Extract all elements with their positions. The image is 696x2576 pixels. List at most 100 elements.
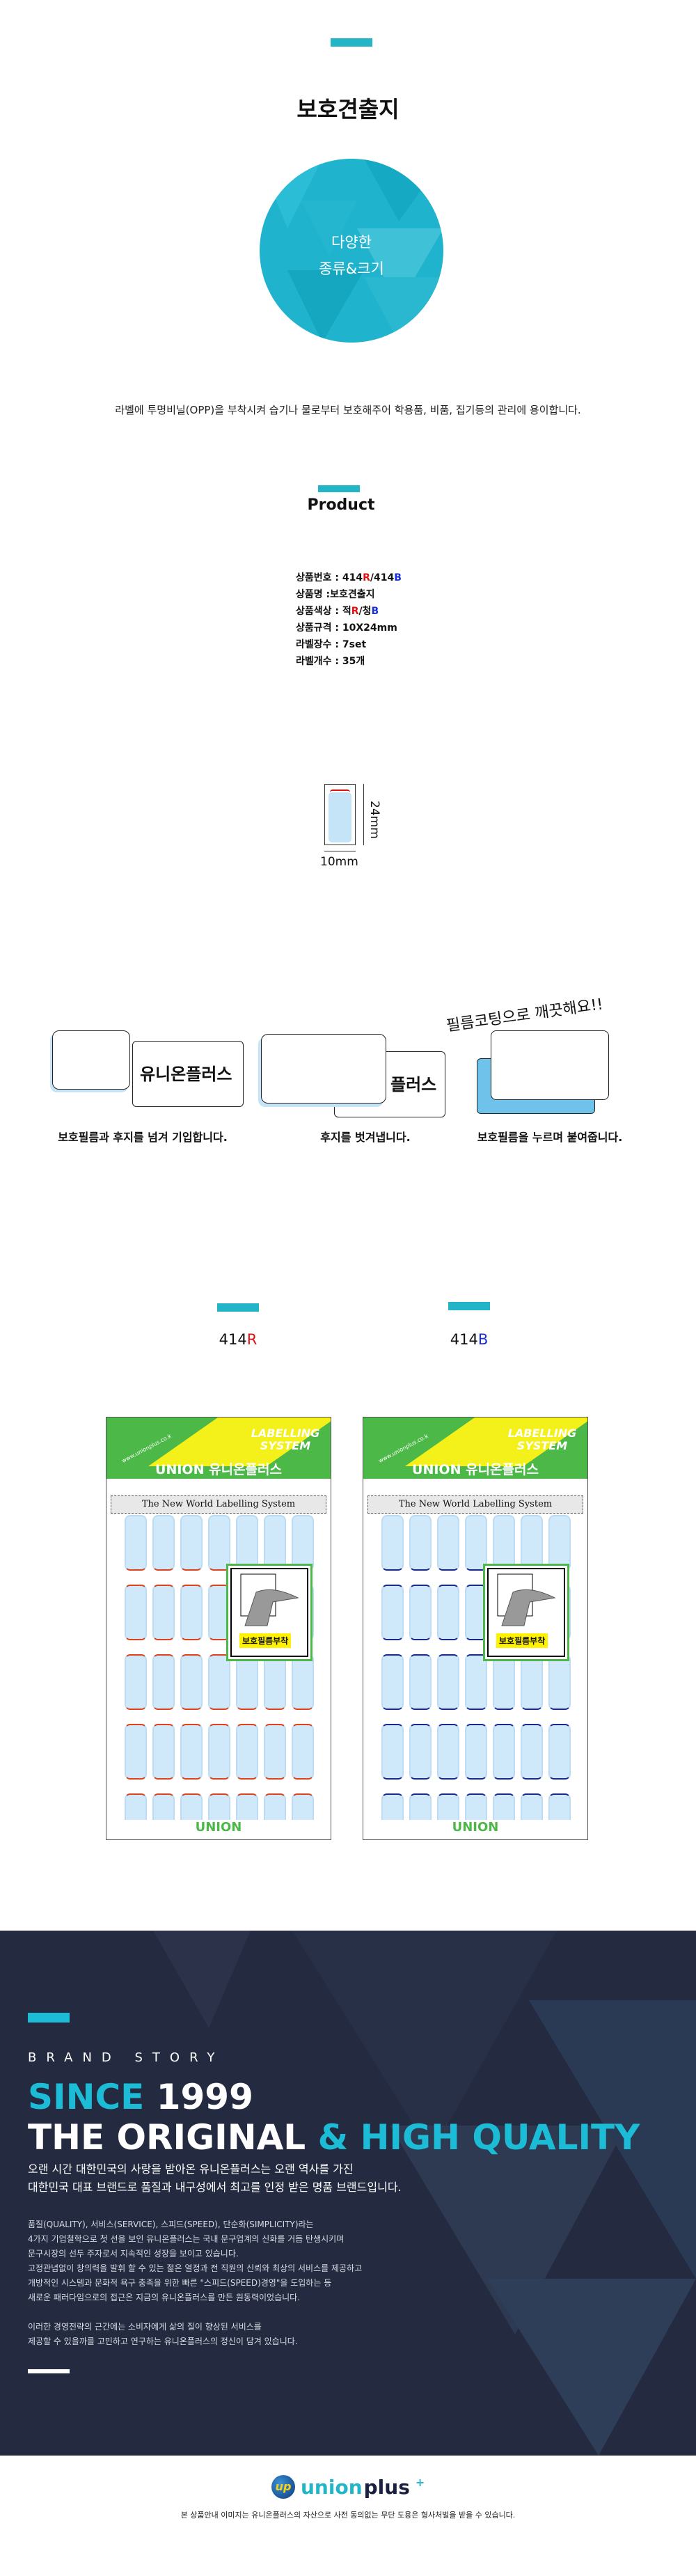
label-grid — [125, 1515, 326, 1839]
body-line: 4가지 기업철학으로 첫 선을 보인 유니온플러스는 국내 문구업계의 신화를 … — [28, 2234, 345, 2244]
package-banner: The New World Labelling System — [367, 1495, 583, 1514]
brand-headline: SINCE 1999 THE ORIGINAL & HIGH QUALITY — [28, 2077, 640, 2158]
label-sticker — [125, 1654, 147, 1710]
label-dimension-diagram: 24mm 10mm — [320, 781, 404, 893]
body-line — [28, 2305, 362, 2320]
label-sticker — [493, 1654, 515, 1710]
step-illustration-3 — [477, 1030, 609, 1117]
label-sticker — [292, 1724, 314, 1780]
label-sticker — [152, 1515, 175, 1571]
label-sticker — [292, 1515, 314, 1571]
spec-number: 상품번호 : 414R/414B — [296, 572, 402, 583]
label-sticker — [521, 1515, 543, 1571]
label-sticker — [208, 1515, 230, 1571]
film-badge: 보호필름부착 — [226, 1564, 313, 1661]
label-sticker — [381, 1515, 404, 1571]
label-sticker — [409, 1654, 432, 1710]
label-grid — [381, 1515, 583, 1839]
label-sticker — [264, 1515, 286, 1571]
label-sticker — [548, 1654, 571, 1710]
label-sticker — [521, 1724, 543, 1780]
product-heading: Product — [307, 496, 375, 514]
label-sticker — [465, 1515, 487, 1571]
label-sticker — [437, 1654, 459, 1710]
variant-code-b: 414B — [450, 1331, 489, 1348]
film-headline: 필름코팅으로 깨끗해요!! — [445, 996, 605, 1035]
label-sticker — [264, 1654, 286, 1710]
label-sticker — [180, 1724, 203, 1780]
label-sticker — [180, 1515, 203, 1571]
label-sticker — [437, 1515, 459, 1571]
label-sticker — [125, 1515, 147, 1571]
label-sticker — [409, 1585, 432, 1640]
label-sticker — [236, 1515, 258, 1571]
label-sticker — [152, 1724, 175, 1780]
step-caption-1: 보호필름과 후지를 넘겨 기입합니다. — [58, 1131, 228, 1144]
label-sticker — [381, 1724, 404, 1780]
step-caption-3: 보호필름을 누르며 붙여줍니다. — [477, 1131, 623, 1144]
circle-text-2: 종류&크기 — [319, 260, 384, 277]
body-line: 개방적인 시스템과 문화적 욕구 충족을 위한 빠른 "스피드(SPEED)경영… — [28, 2278, 332, 2288]
step-illustration-2: 플러스 — [258, 1023, 452, 1121]
label-sticker — [125, 1585, 147, 1640]
label-sticker — [437, 1724, 459, 1780]
page-title: 보호견출지 — [296, 96, 400, 123]
triangle-background — [153, 1931, 696, 2456]
label-sticker — [548, 1724, 571, 1780]
label-sticker — [409, 1515, 432, 1571]
description: 라벨에 투명비닐(OPP)을 부착시켜 습기나 물로부터 보호해주어 학용품, … — [115, 404, 581, 416]
package-footer: UNION — [363, 1820, 587, 1839]
film-badge: 보호필름부착 — [483, 1564, 569, 1661]
body-line: 품질(QUALITY), 서비스(SERVICE), 스피드(SPEED), 단… — [28, 2220, 314, 2229]
label-sticker — [521, 1654, 543, 1710]
label-sticker — [264, 1724, 286, 1780]
brand-story-section: BRAND STORY SINCE 1999 THE ORIGINAL & HI… — [0, 1931, 696, 2456]
white-bar — [28, 2369, 70, 2373]
accent-bar — [448, 1302, 490, 1310]
label-sticker — [152, 1585, 175, 1640]
accent-bar — [217, 1303, 259, 1312]
label-sticker — [208, 1654, 230, 1710]
label-sticker — [125, 1724, 147, 1780]
accent-bar — [28, 2013, 70, 2023]
spec-color: 상품색상 : 적R/청B — [296, 606, 379, 617]
spec-count: 라벨개수 : 35개 — [296, 656, 365, 667]
disclaimer: 본 상품안내 이미지는 유니온플러스의 자산으로 사전 동의없는 무단 도용은 … — [180, 2511, 516, 2520]
label-sticker — [180, 1654, 203, 1710]
brand-story-label: BRAND STORY — [28, 2050, 225, 2065]
circle-text-1: 다양한 — [331, 234, 372, 251]
label-sticker — [409, 1724, 432, 1780]
step-caption-2: 후지를 벗겨냅니다. — [320, 1131, 411, 1144]
label-sticker — [180, 1585, 203, 1640]
label-sticker — [381, 1654, 404, 1710]
spec-size: 상품규격 : 10X24mm — [296, 622, 397, 634]
label-sticker — [381, 1585, 404, 1640]
variant-code-r: 414R — [219, 1331, 258, 1348]
label-sticker — [236, 1654, 258, 1710]
brand-body: 품질(QUALITY), 서비스(SERVICE), 스피드(SPEED), 단… — [28, 2217, 362, 2349]
label-sticker — [292, 1654, 314, 1710]
spec-name: 상품명 :보호견출지 — [296, 589, 375, 600]
package-banner: The New World Labelling System — [111, 1495, 326, 1514]
label-sticker — [208, 1724, 230, 1780]
package-footer: UNION — [106, 1820, 331, 1839]
body-line: 고정관념없이 창의력을 발휘 할 수 있는 젊은 열정과 전 직원의 신뢰와 최… — [28, 2263, 363, 2273]
triangle-pattern — [260, 159, 443, 343]
height-label: 24mm — [367, 801, 381, 839]
spec-list: 상품번호 : 414R/414B 상품명 :보호견출지 상품색상 : 적R/청B… — [296, 570, 402, 670]
body-line: 제공할 수 있을까를 고민하고 연구하는 유니온플러스의 정신이 담겨 있습니다… — [28, 2337, 298, 2346]
label-sticker — [152, 1654, 175, 1710]
width-label: 10mm — [320, 855, 358, 869]
accent-bar — [331, 38, 372, 47]
spec-sets: 라벨장수 : 7set — [296, 639, 367, 650]
label-sticker — [493, 1724, 515, 1780]
body-line: 문구시장의 선두 주자로서 지속적인 성장을 보이고 있습니다. — [28, 2249, 239, 2259]
body-line: 새로운 패러다임으로의 접근은 지금의 유니온플러스를 만든 원동력이었습니다. — [28, 2293, 301, 2302]
label-sticker — [236, 1724, 258, 1780]
